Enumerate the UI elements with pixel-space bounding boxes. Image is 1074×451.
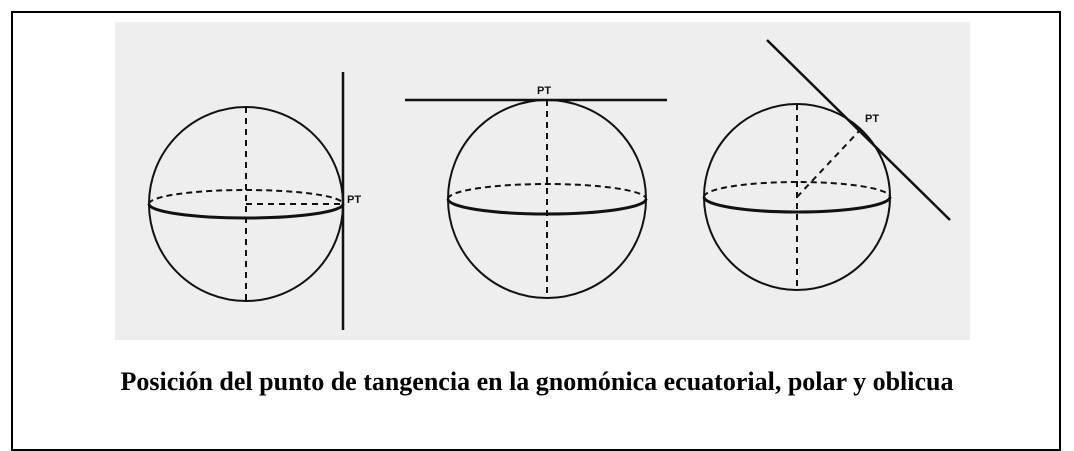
pt-label: PT: [537, 85, 551, 97]
diagram-polar: PT: [405, 85, 667, 299]
equator-back: [703, 181, 891, 198]
pt-label: PT: [865, 113, 879, 125]
equator-back: [148, 189, 344, 205]
figure-caption: Posición del punto de tangencia en la gn…: [120, 367, 954, 396]
pt-label: PT: [347, 194, 361, 206]
diagram-oblicua: PT: [702, 39, 951, 291]
projection-figure: PT PT PT: [115, 22, 970, 340]
diagram-ecuatorial: PT: [147, 72, 361, 330]
tangent-plane: [766, 39, 951, 221]
equator-front: [702, 196, 892, 214]
equator-back: [447, 183, 647, 200]
oblique-radius: [796, 128, 862, 198]
